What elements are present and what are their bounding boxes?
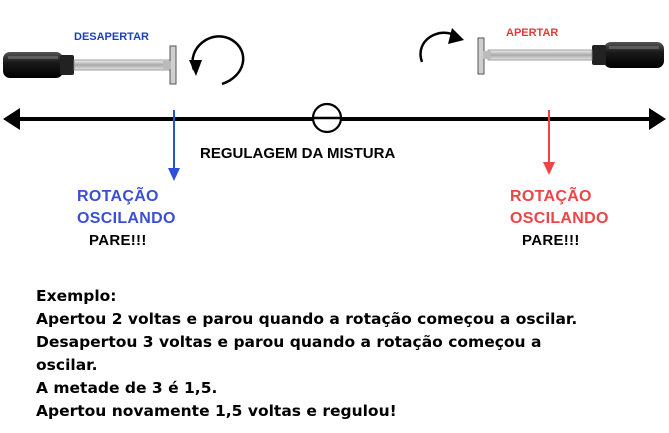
counterclockwise-arrow-icon xyxy=(189,35,245,86)
right-warning-line1: ROTAÇÃO xyxy=(510,188,592,205)
right-warning-line2: OSCILANDO xyxy=(510,210,609,227)
screwdriver-right-icon xyxy=(477,37,664,75)
loosen-label: DESAPERTAR xyxy=(74,31,149,43)
example-line: Apertou 2 voltas e parou quando a rotaçã… xyxy=(36,310,578,328)
example-line: oscilar. xyxy=(36,356,98,374)
mixture-adjustment-title: REGULAGEM DA MISTURA xyxy=(200,145,396,162)
slotted-screw-icon xyxy=(311,102,343,134)
axis-right-arrowhead xyxy=(649,108,666,130)
example-line: Apertou novamente 1,5 voltas e regulou! xyxy=(36,402,397,420)
right-warning: ROTAÇÃO OSCILANDO PARE!!! xyxy=(510,186,609,252)
loosen-indicator-arrow xyxy=(168,110,180,181)
axis-left-arrowhead xyxy=(3,108,20,130)
tighten-indicator-arrow xyxy=(543,110,555,175)
left-warning-line2: OSCILANDO xyxy=(77,210,176,227)
right-warning-stop: PARE!!! xyxy=(522,232,580,249)
example-line: Desapertou 3 voltas e parou quando a rot… xyxy=(36,333,542,351)
left-warning: ROTAÇÃO OSCILANDO PARE!!! xyxy=(77,186,176,252)
clockwise-arrow-icon xyxy=(419,28,464,63)
tighten-label: APERTAR xyxy=(506,27,559,39)
example-text-block: Exemplo: Apertou 2 voltas e parou quando… xyxy=(36,285,577,423)
example-line: A metade de 3 é 1,5. xyxy=(36,379,218,397)
left-warning-stop: PARE!!! xyxy=(89,232,147,249)
left-warning-line1: ROTAÇÃO xyxy=(77,188,159,205)
screwdriver-left-icon xyxy=(3,45,177,85)
example-title: Exemplo: xyxy=(36,287,117,305)
